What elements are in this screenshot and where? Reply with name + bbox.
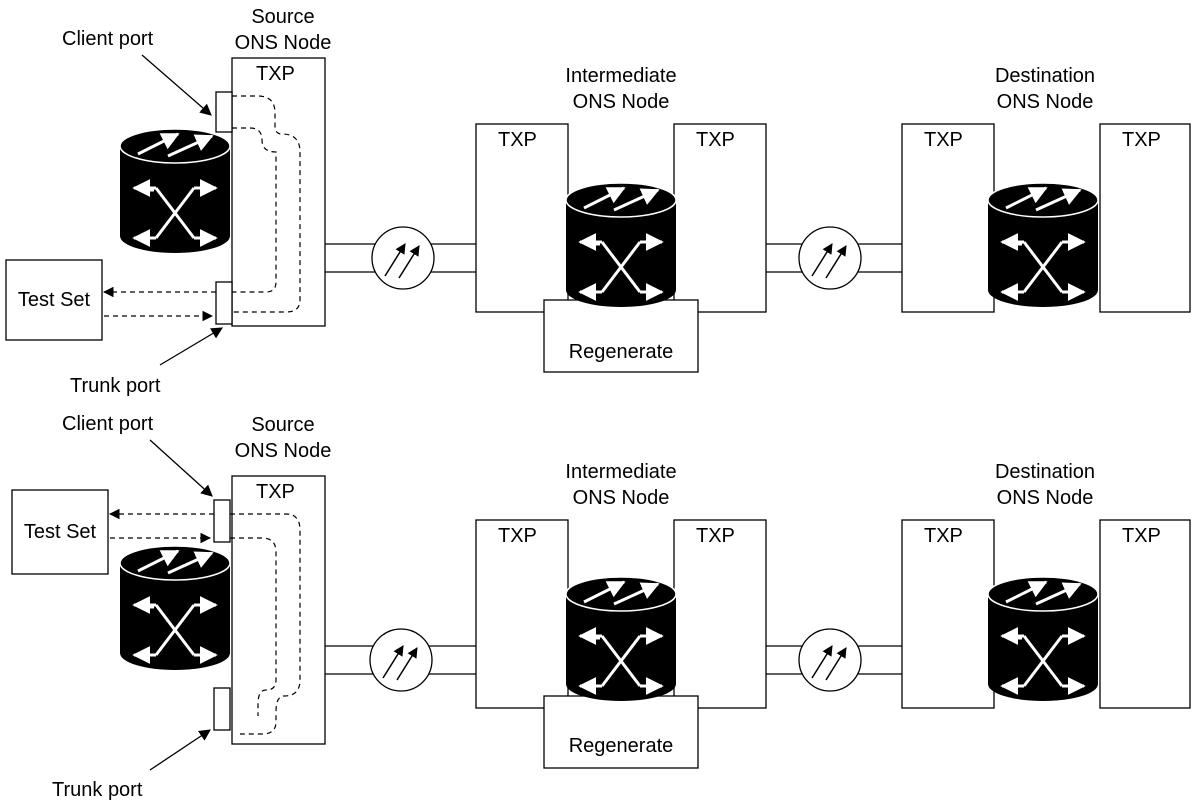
trunk-port-pointer — [159, 327, 224, 366]
intermediate-txp-right-label: TXP — [696, 129, 735, 151]
intermediate-title-2: ONS Node — [573, 91, 670, 113]
loopback-path — [230, 513, 301, 735]
intermediate-txp-left — [475, 123, 569, 313]
test-set-label: Test Set — [18, 289, 91, 311]
regenerate-box — [543, 299, 699, 373]
destination-txp-left-label: TXP — [924, 525, 963, 547]
intermediate-txp-right — [673, 519, 767, 709]
router-icon — [988, 577, 1098, 701]
source-txp-card — [231, 57, 326, 327]
destination-title-2: ONS Node — [997, 91, 1094, 113]
source-title-1: Source — [251, 414, 314, 436]
router-icon — [566, 183, 676, 307]
client-port-pointer — [141, 54, 212, 116]
loopback-path — [232, 95, 301, 313]
source-txp-card — [231, 475, 326, 745]
trunk-port-label: Trunk port — [70, 375, 161, 397]
intermediate-txp-left-label: TXP — [498, 129, 537, 151]
intermediate-title-1: Intermediate — [565, 461, 676, 483]
destination-txp-right — [1099, 519, 1191, 709]
destination-title-1: Destination — [995, 461, 1095, 483]
panel-1: Source ONS Node TXP Client port Trunk po… — [5, 6, 1191, 397]
client-port-icon — [215, 91, 233, 133]
trunk-port-pointer — [149, 729, 211, 771]
source-txp-label: TXP — [256, 63, 295, 85]
destination-title-2: ONS Node — [997, 487, 1094, 509]
router-icon — [988, 183, 1098, 307]
panel-2: Source ONS Node TXP Client port Trunk po… — [11, 413, 1191, 801]
destination-txp-right-label: TXP — [1122, 129, 1161, 151]
trunk-port-label: Trunk port — [52, 779, 143, 801]
intermediate-txp-left-label: TXP — [498, 525, 537, 547]
source-title-2: ONS Node — [235, 32, 332, 54]
router-icon — [120, 546, 230, 670]
test-set-label: Test Set — [24, 521, 97, 543]
destination-txp-right-label: TXP — [1122, 525, 1161, 547]
loopback-path-inner — [230, 537, 277, 716]
router-icon — [120, 129, 230, 253]
regenerate-label: Regenerate — [569, 735, 674, 757]
trunk-port-icon — [213, 687, 231, 731]
intermediate-title-1: Intermediate — [565, 65, 676, 87]
amplifier-icon — [372, 227, 434, 289]
destination-txp-left — [901, 519, 995, 709]
client-port-label: Client port — [62, 28, 154, 50]
amplifier-icon — [799, 227, 861, 289]
source-title-1: Source — [251, 6, 314, 28]
amplifier-icon — [370, 629, 432, 691]
loopback-path-inner — [232, 127, 277, 293]
router-icon — [566, 577, 676, 701]
client-port-label: Client port — [62, 413, 154, 435]
regenerate-label: Regenerate — [569, 341, 674, 363]
intermediate-txp-right-label: TXP — [696, 525, 735, 547]
client-port-icon — [213, 499, 231, 543]
amplifier-icon — [799, 629, 861, 691]
source-title-2: ONS Node — [235, 440, 332, 462]
client-port-pointer — [149, 439, 213, 497]
test-set-box — [11, 489, 109, 575]
source-txp-label: TXP — [256, 481, 295, 503]
destination-title-1: Destination — [995, 65, 1095, 87]
intermediate-txp-left — [475, 519, 569, 709]
regenerate-box — [543, 695, 699, 769]
destination-txp-right — [1099, 123, 1191, 313]
destination-txp-left-label: TXP — [924, 129, 963, 151]
test-set-box — [5, 259, 103, 341]
intermediate-title-2: ONS Node — [573, 487, 670, 509]
destination-txp-left — [901, 123, 995, 313]
intermediate-txp-right — [673, 123, 767, 313]
trunk-port-icon — [215, 281, 233, 325]
